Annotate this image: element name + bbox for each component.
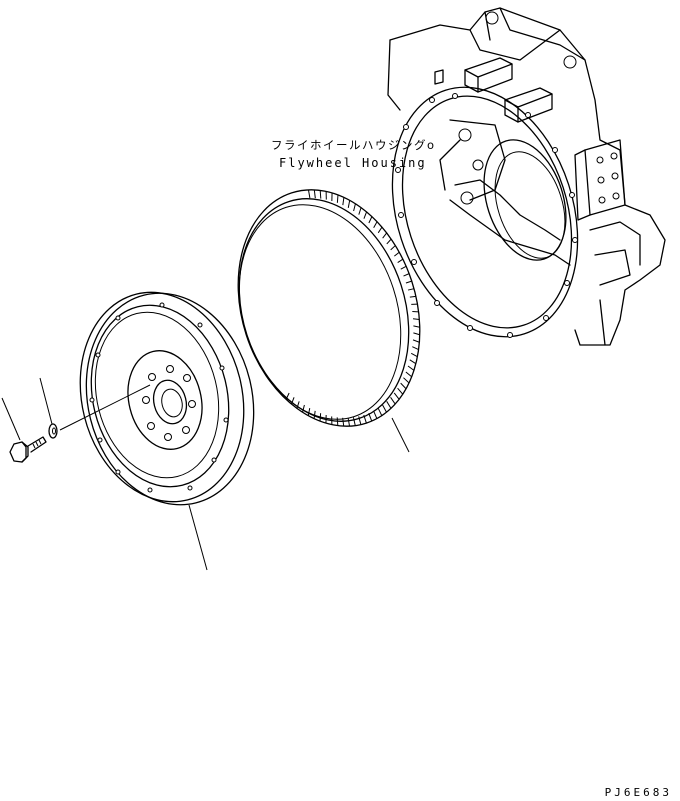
- gear-tooth: [358, 416, 362, 425]
- leader-line-flywheel: [188, 504, 208, 571]
- gear-tooth: [409, 359, 417, 365]
- gear-tooth: [358, 207, 362, 215]
- ring-gear-icon: [237, 189, 421, 427]
- gear-tooth: [368, 216, 373, 224]
- gear-tooth: [410, 352, 418, 358]
- gear-tooth: [377, 226, 383, 234]
- gear-tooth: [405, 280, 412, 284]
- gear-tooth: [342, 197, 345, 206]
- flywheel-housing-jp-text: フライホイールハウジング: [271, 138, 427, 152]
- gear-tooth: [368, 412, 373, 422]
- gear-tooth: [336, 194, 339, 203]
- gear-tooth: [409, 295, 416, 298]
- gear-tooth: [319, 190, 322, 199]
- gear-tooth: [397, 258, 404, 264]
- gear-tooth: [412, 346, 419, 351]
- gear-tooth: [307, 408, 311, 416]
- gear-tooth: [352, 417, 356, 426]
- flywheel-housing-marker: o: [427, 138, 436, 152]
- gear-tooth: [413, 332, 420, 336]
- gear-tooth: [393, 392, 400, 400]
- washer-icon: [48, 423, 58, 439]
- leader-line-ring-gear: [391, 417, 410, 453]
- gear-tooth: [373, 410, 378, 419]
- gear-tooth: [397, 387, 404, 395]
- flywheel-icon: [79, 291, 255, 506]
- gear-tooth: [403, 273, 410, 277]
- gear-tooth: [342, 417, 345, 427]
- gear-tooth: [407, 365, 415, 371]
- bolt-icon: [9, 436, 47, 463]
- gear-tooth: [390, 245, 396, 251]
- gear-tooth: [386, 238, 392, 245]
- gear-tooth: [382, 232, 388, 239]
- drawing-code: PJ6E683: [604, 786, 672, 799]
- gear-tooth: [377, 407, 383, 416]
- flywheel-housing-label-jp: フライホイールハウジングo: [271, 138, 436, 152]
- gear-tooth: [347, 200, 351, 208]
- gear-teeth: [285, 189, 420, 427]
- gear-tooth: [407, 288, 415, 291]
- gear-tooth: [394, 251, 400, 257]
- gear-tooth: [400, 382, 407, 390]
- gear-tooth: [363, 211, 368, 219]
- gear-tooth: [386, 401, 392, 409]
- gear-tooth: [307, 189, 311, 199]
- gear-tooth: [296, 401, 300, 409]
- gear-tooth: [363, 414, 367, 424]
- gear-tooth: [412, 339, 420, 343]
- gear-tooth: [313, 189, 316, 199]
- gear-tooth: [382, 404, 387, 413]
- gear-tooth: [390, 397, 396, 405]
- flywheel-housing-label-en: Flywheel Housing: [279, 156, 427, 170]
- gear-tooth: [302, 404, 305, 413]
- assembly-centerline: [59, 384, 151, 431]
- leader-line-bolt: [1, 397, 21, 441]
- gear-tooth: [400, 265, 407, 270]
- gear-tooth: [405, 371, 412, 378]
- leader-line-washer: [39, 377, 53, 425]
- gear-tooth: [413, 325, 420, 328]
- gear-tooth: [347, 417, 351, 427]
- flywheel-housing-icon: [387, 7, 666, 346]
- gear-tooth: [412, 318, 420, 321]
- gear-tooth: [313, 410, 316, 419]
- gear-tooth: [319, 413, 322, 422]
- gear-tooth: [285, 392, 290, 400]
- gear-tooth: [353, 203, 356, 212]
- gear-tooth: [373, 221, 378, 228]
- gear-tooth: [403, 377, 410, 384]
- gear-tooth: [336, 417, 339, 426]
- gear-tooth: [290, 397, 295, 405]
